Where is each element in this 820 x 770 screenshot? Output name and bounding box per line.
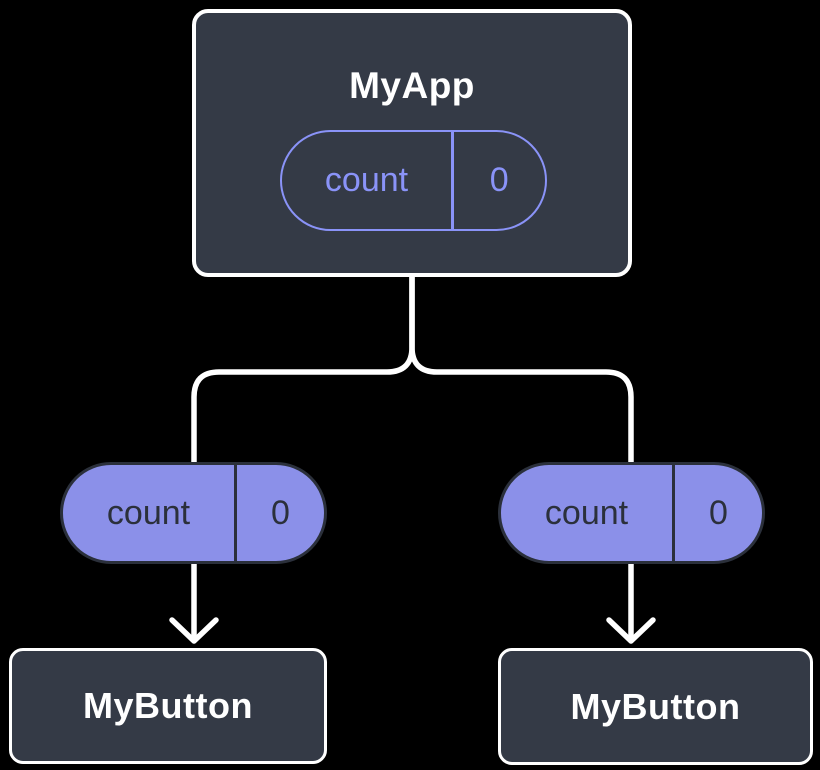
pill-divider <box>451 132 454 229</box>
component-box-mybutton-left: MyButton <box>9 648 327 764</box>
component-title-mybutton: MyButton <box>570 685 741 727</box>
state-pill-root: count 0 <box>280 130 547 231</box>
state-value-label: 0 <box>489 161 509 199</box>
state-value-label: 0 <box>271 493 290 532</box>
component-box-myapp: MyApp count 0 <box>192 9 632 277</box>
component-title-mybutton: MyButton <box>83 685 253 726</box>
component-box-mybutton-right: MyButton <box>498 648 813 765</box>
arrowhead-down-icon-right <box>606 617 656 644</box>
pill-divider <box>234 465 237 561</box>
state-name-label: count <box>106 493 191 532</box>
state-value-label: 0 <box>709 493 728 532</box>
connector-branch-right <box>409 270 634 473</box>
pill-divider <box>672 465 675 561</box>
state-pill-right-child: count 0 <box>498 462 765 564</box>
connector-branch-left <box>191 270 415 473</box>
state-name-label: count <box>324 161 409 199</box>
state-pill-left-child: count 0 <box>60 462 327 564</box>
arrowhead-down-icon-left <box>169 617 219 644</box>
component-title-myapp: MyApp <box>349 65 475 106</box>
state-name-label: count <box>544 493 629 532</box>
